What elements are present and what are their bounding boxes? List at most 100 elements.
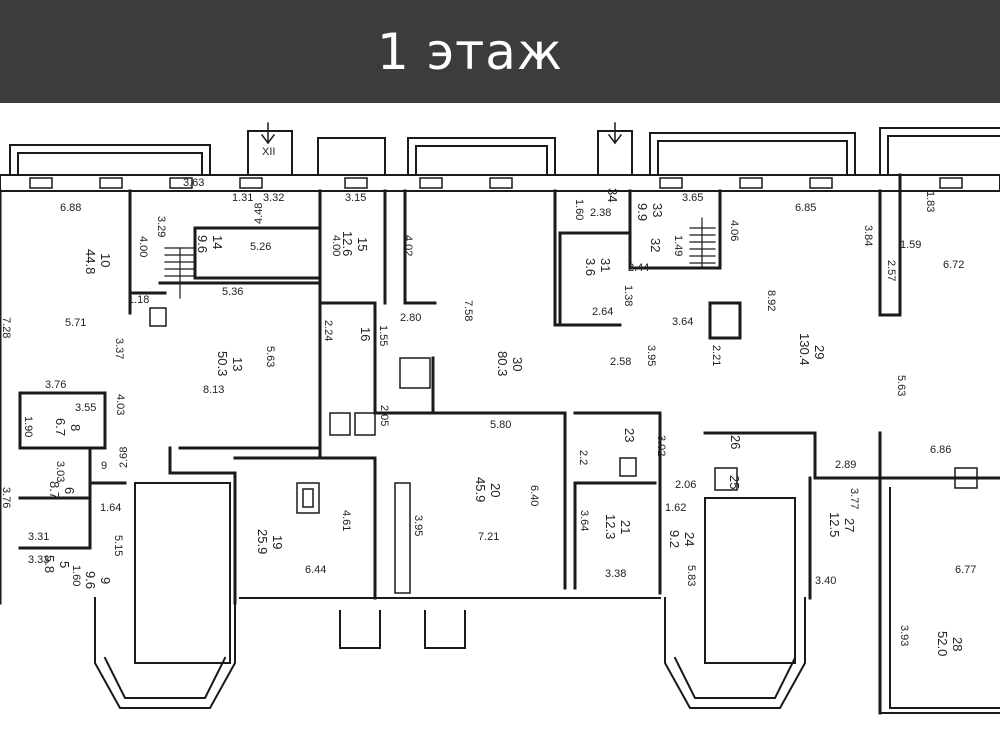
room-34: 34 <box>605 188 620 202</box>
room-area: 6.7 <box>53 418 68 436</box>
room-number: 32 <box>648 238 663 252</box>
dim-label: 7.58 <box>462 300 474 321</box>
room-number: 19 <box>270 535 285 549</box>
dim-label: 3.93 <box>898 625 910 646</box>
room-32: 32 <box>648 238 663 252</box>
room-area: 130.4 <box>797 333 812 366</box>
room-number: 25 <box>727 475 742 489</box>
dim-label: 3.55 <box>75 402 96 414</box>
room-26: 26 <box>728 435 743 449</box>
room-27: 27 12.5 <box>827 512 857 537</box>
dimension-labels: 6.88 3.63 1.31 4.48 3.32 3.15 3.29 4.00 … <box>0 146 976 646</box>
dim-label: 3.84 <box>862 225 874 246</box>
room-31: 31 3.6 <box>583 258 613 276</box>
facade-windows <box>29 177 963 189</box>
dim-label: 5.83 <box>685 565 697 586</box>
dim-label: 6.44 <box>305 564 326 576</box>
dim-label: 3.38 <box>605 568 626 580</box>
dim-label: 3.31 <box>28 531 49 543</box>
dim-label: 3.15 <box>345 192 366 204</box>
room-number: 6 <box>62 487 77 494</box>
room-number: 30 <box>510 357 525 371</box>
room-number: 14 <box>210 235 225 249</box>
room-13: 13 50.3 <box>215 351 245 376</box>
room-29: 29 130.4 <box>797 333 827 366</box>
dim-label: 6.88 <box>60 202 81 214</box>
dim-label: 1.49 <box>672 235 684 256</box>
interior-walls <box>0 173 1000 715</box>
dim-label: 4.00 <box>330 235 342 256</box>
room-number: 8 <box>68 424 83 431</box>
room-21: 21 12.3 <box>603 514 633 539</box>
dim-label: 1.31 <box>232 192 253 204</box>
dim-label: 8.13 <box>203 384 224 396</box>
room-number: 27 <box>842 518 857 532</box>
room-area: 9.2 <box>667 530 682 548</box>
room-number: 20 <box>488 483 503 497</box>
dim-label: 1.62 <box>665 502 686 514</box>
dim-label: 2.38 <box>590 207 611 219</box>
dim-label: 3.76 <box>45 379 66 391</box>
dim-label: 3.02 <box>655 435 667 456</box>
room-area: 80.3 <box>495 351 510 376</box>
room-23: 23 <box>622 428 637 442</box>
room-area: 9.6 <box>83 571 98 589</box>
dim-label: 7.21 <box>478 531 499 543</box>
dim-label: 4.00 <box>137 236 149 257</box>
dim-label: 4.03 <box>114 394 126 415</box>
dim-label: 2.89 <box>835 459 856 471</box>
dim-label: 2.64 <box>592 306 613 318</box>
dim-label: 2.44 <box>628 262 649 274</box>
room-number: 26 <box>728 435 743 449</box>
room-8: 8 6.7 <box>53 418 83 436</box>
dim-label: 5.15 <box>112 535 124 556</box>
room-number: 16 <box>358 327 373 341</box>
dim-label: 1.60 <box>70 565 82 586</box>
dim-label: 3.76 <box>0 487 12 508</box>
room-24: 24 9.2 <box>667 530 697 548</box>
dim-label: 3.29 <box>155 216 167 237</box>
room-28: 28 52.0 <box>935 631 965 656</box>
dim-label: 5.63 <box>264 346 276 367</box>
dim-label: 3.65 <box>682 192 703 204</box>
dim-label: 7.28 <box>0 317 12 338</box>
dim-label: 2.05 <box>378 405 390 426</box>
stairs <box>164 217 716 299</box>
room-20: 20 45.9 <box>473 477 503 502</box>
dim-label: 3.03 <box>54 461 66 482</box>
dim-label: 2.68 <box>118 447 130 468</box>
room-area: 45.9 <box>473 477 488 502</box>
facade-wall <box>0 174 1000 192</box>
dim-label: 6.86 <box>930 444 951 456</box>
dim-label: 3.64 <box>578 510 590 531</box>
room-number: 15 <box>355 237 370 251</box>
title-bar: 1 этаж <box>0 0 1000 103</box>
dim-label: 5.71 <box>65 317 86 329</box>
room-area: 5.8 <box>42 555 57 573</box>
room-33: 33 9.9 <box>635 203 665 221</box>
room-number: 9 <box>98 577 113 584</box>
room-number: 29 <box>812 345 827 359</box>
dim-label: 3.95 <box>412 515 424 536</box>
entry-arrows <box>260 122 623 145</box>
room-area: 3.6 <box>583 258 598 276</box>
dim-label: 2.58 <box>610 356 631 368</box>
dim-label: 1.64 <box>100 502 121 514</box>
floor-plan: 6.88 3.63 1.31 4.48 3.32 3.15 3.29 4.00 … <box>0 103 1000 750</box>
dim-label: 2.06 <box>675 479 696 491</box>
dim-label: 4.48 <box>253 203 265 224</box>
room-area: 9.9 <box>635 203 650 221</box>
room-15: 15 12.6 <box>340 231 370 256</box>
room-number: 5 <box>57 561 72 568</box>
dim-label: 6.85 <box>795 202 816 214</box>
dim-label: 3.40 <box>815 575 836 587</box>
room-labels: 10 44.8 14 9.6 15 12.6 13 50.3 16 30 80.… <box>42 188 965 656</box>
room-area: 52.0 <box>935 631 950 656</box>
dim-label: 1.83 <box>924 191 936 212</box>
dim-label: 2.21 <box>710 345 722 366</box>
room-number: 34 <box>605 188 620 202</box>
dim-label: 5.26 <box>250 241 271 253</box>
dim-label: 3.95 <box>645 345 657 366</box>
room-number: 31 <box>598 258 613 272</box>
room-9: 9 9.6 <box>83 571 113 589</box>
